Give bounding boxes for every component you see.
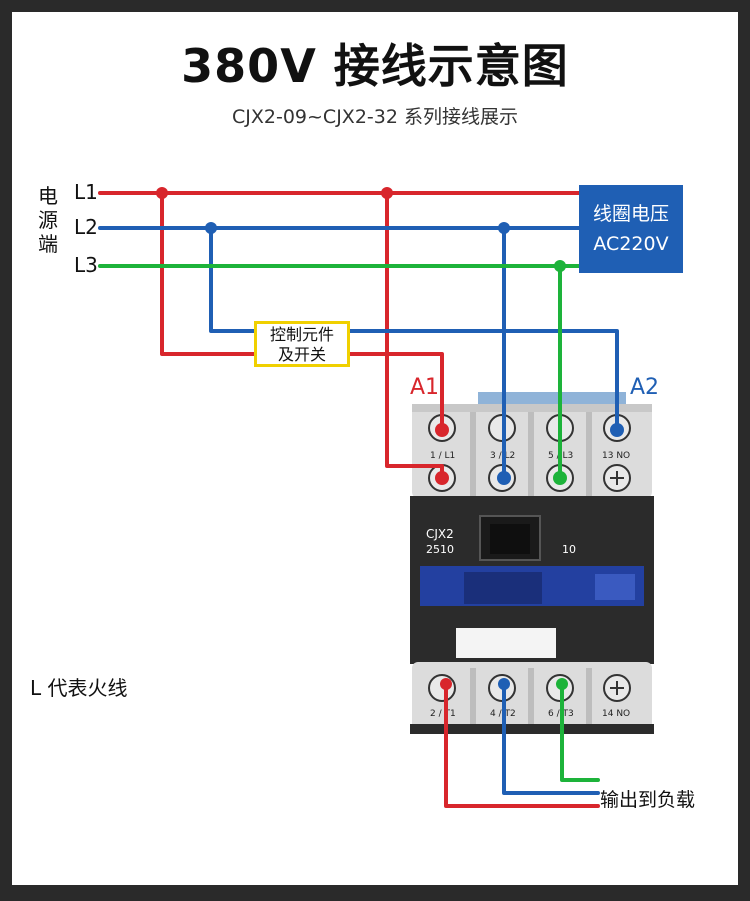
wire-output-t1 [444,686,600,808]
wire-l1-to-control [160,191,256,356]
line-label-l3: L3 [74,253,98,277]
terminal-a1-label: A1 [410,375,440,400]
top-terminal-label-4: 13 NO [602,451,630,461]
page-title: 380V 接线示意图 [181,39,569,93]
junction-dots [156,187,566,272]
output-load-label: 输出到负载 [600,789,696,811]
bottom-terminal-label-1: 2 / T1 [430,709,456,719]
wire-output-t2 [502,686,600,795]
device-top-label-band [478,392,626,406]
top-terminal-label-1: 1 / L1 [430,451,455,461]
coil-voltage-value: AC220V [593,233,669,255]
device-model-line1: CJX2 [426,527,454,541]
control-box-line1: 控制元件 [269,325,334,344]
control-switch-box: 控制元件 及开关 [254,321,350,367]
device-contact-code: 10 [562,543,576,556]
wire-l2-to-control [209,226,256,333]
wire-output-t3 [560,686,600,782]
wire-control-to-a1 [348,352,444,430]
control-box-line2: 及开关 [277,345,326,364]
page-subtitle: CJX2-09~CJX2-32 系列接线展示 [232,106,518,128]
terminal-contact-dots [435,423,624,690]
legend-note: L 代表火线 [30,676,128,700]
line-label-l1: L1 [74,180,98,204]
terminal-a2-label: A2 [630,375,660,400]
wire-control-to-a2 [348,329,619,430]
contactor-device [410,392,654,734]
coil-voltage-label: 线圈电压 [592,203,669,225]
coil-voltage-box: 线圈电压 AC220V [579,185,683,273]
label-plate [456,628,556,658]
line-label-l2: L2 [74,215,98,239]
power-side-label: 电源端 [38,184,58,256]
device-model-line2: 2510 [426,543,454,556]
bottom-terminal-label-4: 14 NO [602,709,630,719]
